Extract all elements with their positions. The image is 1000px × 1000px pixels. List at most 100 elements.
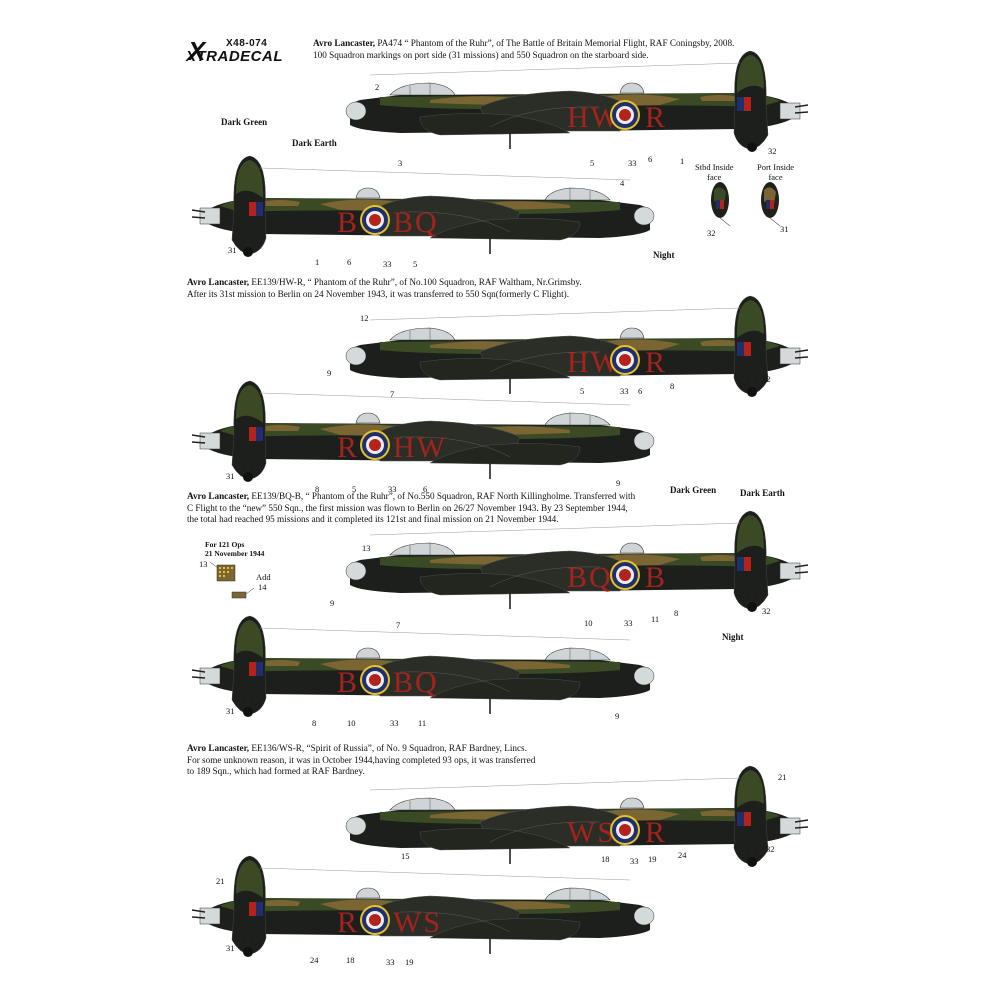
aircraft-letter: B (337, 206, 357, 239)
camo-dark-earth (700, 810, 740, 816)
cockpit-canopy (544, 887, 611, 901)
desc-line: PA474 “ Phantom of the Ruhr”, of The Bat… (375, 38, 735, 48)
callout-number: 8 (312, 718, 317, 728)
tail-wheel (243, 707, 253, 717)
stbd-fin-camo (714, 187, 726, 204)
desc-line: the total had reached 95 missions and it… (187, 514, 559, 524)
section-1-description: Avro Lancaster, PA474 “ Phantom of the R… (313, 38, 773, 61)
camo-dark-earth (260, 660, 300, 666)
squadron-code-left: WS (393, 906, 442, 939)
aircraft-letter: B (645, 561, 665, 594)
rear-turret (199, 907, 221, 925)
label-dark-earth: Dark Earth (292, 138, 337, 148)
rear-turret (199, 207, 221, 225)
fin-flash-red (249, 662, 256, 676)
callout-number: 31 (226, 471, 235, 481)
callout-number: 6 (648, 154, 653, 164)
tail-fin-camo (736, 770, 764, 808)
roundel-red (619, 569, 631, 581)
stbd-fin-label: Stbd Inside face (695, 162, 734, 182)
callout-number: 9 (615, 711, 620, 721)
rear-turret (199, 432, 221, 450)
roundel-red (369, 214, 381, 226)
nose-turret (633, 906, 655, 926)
cockpit-canopy (389, 797, 456, 811)
tail-fin-camo (236, 160, 264, 198)
callout-number: 19 (648, 854, 657, 864)
camo-dark-earth (700, 555, 740, 561)
callout-number: 8 (315, 484, 320, 494)
callout-number: 9 (616, 478, 621, 488)
section-title: Avro Lancaster, (187, 277, 250, 287)
mid-upper-turret (619, 327, 645, 339)
product-code: X48-074 (226, 38, 268, 49)
callout-number: 14 (258, 582, 267, 592)
add-label: Add (256, 572, 271, 582)
tail-fin-camo (736, 55, 764, 93)
roundel-red (619, 824, 631, 836)
nose-turret (633, 431, 655, 451)
aircraft-letter: R (337, 431, 357, 464)
callout-number: 33 (386, 957, 395, 967)
fin-label-line: Port Inside (757, 162, 795, 172)
desc-line: EE136/WS-R, “Spirit of Russia”, of No. 9… (249, 743, 527, 753)
callout-number: 31 (226, 706, 235, 716)
plane-group: BQB (191, 155, 655, 257)
aircraft-letter: R (645, 816, 665, 849)
callout-number: 18 (601, 854, 610, 864)
xtradecal-logo: X X48-074 XTRADECAL (186, 36, 296, 66)
tail-fin-camo (736, 300, 764, 338)
mid-upper-turret (619, 542, 645, 554)
tail-fin-camo (236, 860, 264, 898)
tail-wheel (747, 857, 757, 867)
camo-dark-earth (260, 900, 300, 906)
callout-number: 31 (228, 245, 237, 255)
roundel-red (369, 914, 381, 926)
fin-flash-red (249, 202, 256, 216)
callout-number: 33 (628, 158, 637, 168)
desc-line: After its 31st mission to Berlin on 24 N… (187, 288, 569, 299)
cockpit-canopy (544, 412, 611, 426)
fin-flash-red (744, 342, 751, 356)
nose-turret (345, 561, 367, 581)
mid-upper-turret (355, 887, 381, 899)
roundel-red (619, 109, 631, 121)
mid-upper-turret (619, 797, 645, 809)
tail-wheel (747, 142, 757, 152)
callout-number: 33 (630, 856, 639, 866)
callout-number: 32 (707, 228, 716, 238)
squadron-code-left: HW (393, 431, 447, 464)
section-4-description: Avro Lancaster, EE136/WS-R, “Spirit of R… (187, 743, 647, 778)
label-night: Night (722, 632, 744, 642)
callout-number: 5 (352, 484, 357, 494)
section-3-description: Avro Lancaster, EE139/BQ-B, “ Phantom of… (187, 491, 667, 526)
plane-group: BQB (191, 615, 655, 717)
label-dark-earth: Dark Earth (740, 488, 785, 498)
ops-note-line: 21 November 1944 (205, 549, 265, 558)
cockpit-canopy (389, 82, 456, 96)
camo-dark-earth (260, 200, 300, 206)
lancaster-profile-p6: BQB (191, 615, 655, 717)
callout-number: 1 (315, 257, 320, 267)
rear-turret (779, 102, 801, 120)
ops-note-line: For 121 Ops (205, 540, 245, 549)
callout-number: 32 (766, 844, 775, 854)
desc-line: C Flight to the “new” 550 Sqn., the firs… (187, 502, 628, 513)
cockpit-canopy (544, 647, 611, 661)
rear-turret (779, 347, 801, 365)
tail-fin-camo (236, 620, 264, 658)
plane-group: HW R (191, 380, 655, 482)
fin-label-line: Stbd Inside (695, 162, 734, 172)
rear-turret (779, 562, 801, 580)
nose-turret (345, 346, 367, 366)
camo-dark-earth (700, 95, 740, 101)
tail-fin-camo (736, 515, 764, 553)
fin-flash-red (744, 97, 751, 111)
callout-number: 6 (347, 257, 352, 267)
callout-number: 5 (590, 158, 595, 168)
desc-line: For some unknown reason, it was in Octob… (187, 754, 536, 765)
desc-line: to 189 Sqn., which had formed at RAF Bar… (187, 766, 365, 776)
